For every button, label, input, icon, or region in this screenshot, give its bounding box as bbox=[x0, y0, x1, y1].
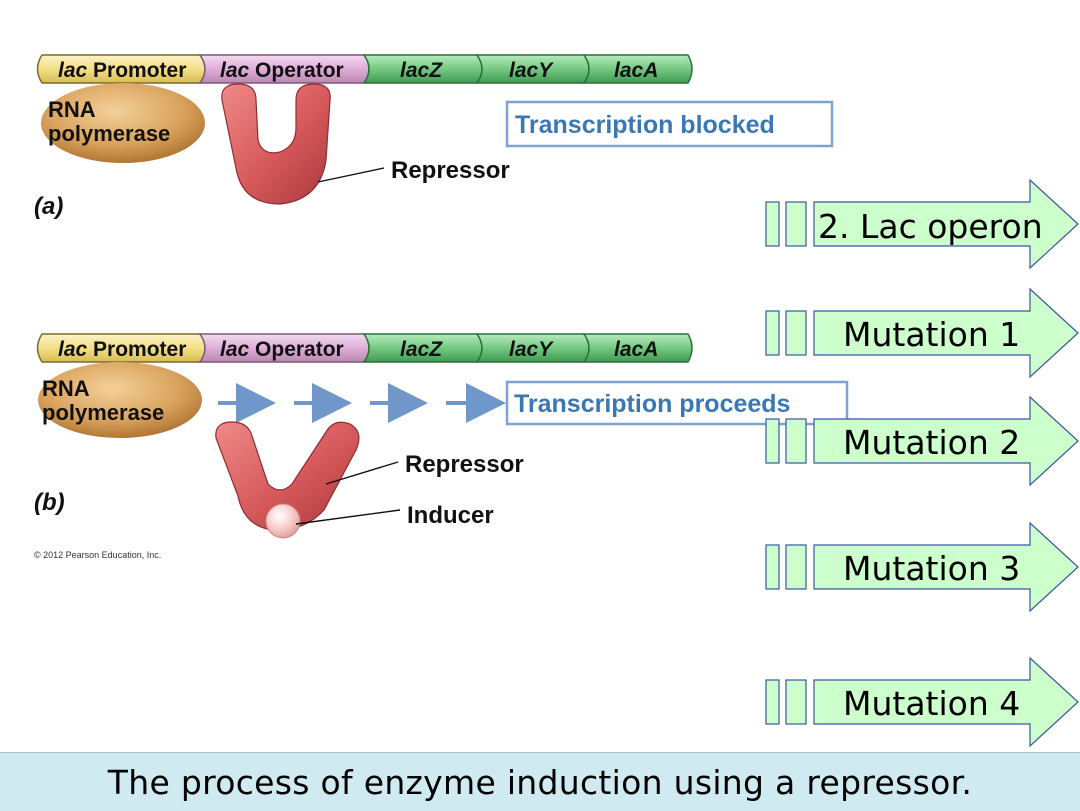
rna-polymerase-label-b: RNA polymerase bbox=[42, 376, 164, 425]
repressor-label-b: Repressor bbox=[405, 451, 524, 478]
rna-polymerase-shape-a bbox=[41, 83, 205, 163]
dna-strand-b: lac Promoter lac Operator lacZ lacY lacA bbox=[36, 333, 693, 363]
arrow-shape bbox=[813, 395, 1079, 487]
nav-arrow-mutation-4[interactable]: Mutation 4 bbox=[765, 656, 1079, 748]
operator-label-a: lac Operator bbox=[220, 59, 344, 82]
diagram-a: lac Promoter lac Operator lacZ lacY lacA… bbox=[34, 54, 834, 220]
inducer-leader bbox=[295, 509, 401, 525]
status-text-a: Transcription blocked bbox=[515, 111, 775, 139]
status-text-b: Transcription proceeds bbox=[514, 390, 790, 418]
nav-arrow-mutation-2[interactable]: Mutation 2 bbox=[765, 395, 1079, 487]
lacy-label-b: lacY bbox=[509, 338, 554, 361]
lacy-label-a: lacY bbox=[509, 59, 554, 82]
laca-segment-a bbox=[582, 54, 693, 84]
operator-label-b: lac Operator bbox=[220, 338, 344, 361]
inducer-molecule bbox=[265, 503, 301, 539]
repressor-leader-a bbox=[317, 167, 385, 183]
rna-polymerase-shape-b bbox=[38, 362, 202, 438]
lacz-label-a: lacZ bbox=[400, 59, 443, 82]
repressor-label-a: Repressor bbox=[391, 157, 510, 184]
laca-segment-b bbox=[582, 333, 693, 363]
status-box-a bbox=[505, 100, 834, 148]
status-box-b bbox=[505, 380, 849, 426]
arrow-shape bbox=[813, 287, 1079, 379]
lacz-label-b: lacZ bbox=[400, 338, 443, 361]
nav-arrow-lac-operon[interactable]: 2. Lac operon bbox=[765, 178, 1079, 270]
nav-arrow-label: Mutation 4 bbox=[843, 684, 1020, 723]
copyright-text: © 2012 Pearson Education, Inc. bbox=[34, 550, 161, 560]
promoter-label-a: lac Promoter bbox=[58, 59, 186, 82]
repressor-leader-b bbox=[325, 461, 399, 485]
promoter-label-b: lac Promoter bbox=[58, 338, 186, 361]
laca-label-b: lacA bbox=[614, 338, 658, 361]
inducer-label: Inducer bbox=[407, 502, 494, 529]
caption-text: The process of enzyme induction using a … bbox=[107, 762, 973, 802]
panel-label-b: (b) bbox=[34, 489, 65, 516]
arrow-shape bbox=[813, 178, 1079, 270]
nav-arrow-mutation-3[interactable]: Mutation 3 bbox=[765, 521, 1079, 613]
diagram-b: lac Promoter lac Operator lacZ lacY lacA… bbox=[34, 333, 849, 560]
caption-bar: The process of enzyme induction using a … bbox=[0, 752, 1080, 811]
arrow-shape bbox=[813, 521, 1079, 613]
rna-polymerase-label-a: RNA polymerase bbox=[48, 97, 170, 146]
lac-operon-diagram: lac Promoter lac Operator lacZ lacY lacA… bbox=[34, 54, 1079, 748]
repressor-shape-a bbox=[221, 83, 331, 205]
nav-arrow-label: Mutation 3 bbox=[843, 549, 1020, 588]
arrow-shape bbox=[813, 656, 1079, 748]
nav-arrow-label: Mutation 2 bbox=[843, 423, 1020, 462]
dna-strand-a: lac Promoter lac Operator lacZ lacY lacA bbox=[36, 54, 693, 84]
nav-arrow-label: Mutation 1 bbox=[843, 315, 1020, 354]
nav-arrow-mutation-1[interactable]: Mutation 1 bbox=[765, 287, 1079, 379]
laca-label-a: lacA bbox=[614, 59, 658, 82]
panel-label-a: (a) bbox=[34, 193, 63, 220]
nav-arrow-label: 2. Lac operon bbox=[818, 207, 1043, 246]
